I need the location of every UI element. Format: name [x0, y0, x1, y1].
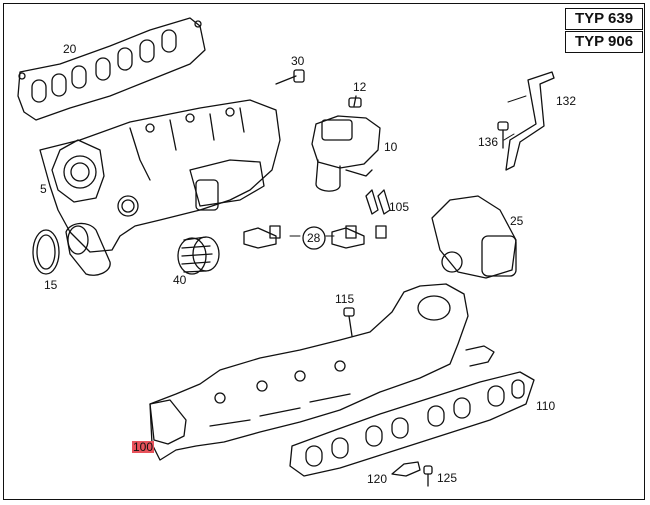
part-28-sensor-set[interactable]	[243, 225, 387, 250]
type-box-2: TYP 906	[565, 31, 643, 53]
part-136-bolt[interactable]	[497, 121, 509, 149]
label-15: 15	[44, 278, 58, 292]
label-132: 132	[556, 94, 577, 108]
label-10: 10	[384, 140, 398, 154]
part-25-valve[interactable]	[431, 195, 517, 279]
label-115: 115	[335, 292, 355, 306]
label-110: 110	[536, 399, 556, 413]
label-20: 20	[63, 42, 77, 56]
label-125: 125	[437, 471, 458, 485]
label-120: 120	[367, 472, 388, 486]
label-5: 5	[40, 182, 47, 196]
label-30: 30	[291, 54, 305, 68]
label-105: 105	[389, 200, 410, 214]
leader-lines	[289, 95, 527, 237]
part-110-gasket[interactable]	[289, 371, 535, 477]
part-120-bracket[interactable]	[391, 461, 421, 477]
part-30-bolt[interactable]	[275, 69, 305, 85]
label-25: 25	[510, 214, 524, 228]
part-20-gasket[interactable]	[17, 17, 206, 121]
part-40-hose[interactable]	[177, 236, 220, 275]
part-105-clip[interactable]	[365, 189, 391, 215]
diagram-frame	[3, 3, 645, 500]
type-box-1: TYP 639	[565, 8, 643, 30]
label-100-highlighted[interactable]: 100	[132, 440, 155, 454]
label-40: 40	[173, 273, 187, 287]
part-132-bracket[interactable]	[505, 71, 555, 171]
part-125-bolt[interactable]	[423, 465, 433, 487]
label-136: 136	[478, 135, 499, 149]
part-5-intake-manifold[interactable]	[39, 99, 281, 253]
part-15-o-ring[interactable]	[32, 229, 60, 275]
part-12-screw[interactable]	[348, 95, 362, 108]
part-10-actuator[interactable]	[311, 115, 381, 192]
part-115-bolt[interactable]	[343, 307, 355, 337]
label-12: 12	[353, 80, 367, 94]
label-28: 28	[307, 231, 321, 245]
intake-pipe	[65, 222, 111, 276]
part-100-exhaust-manifold[interactable]	[149, 283, 495, 461]
